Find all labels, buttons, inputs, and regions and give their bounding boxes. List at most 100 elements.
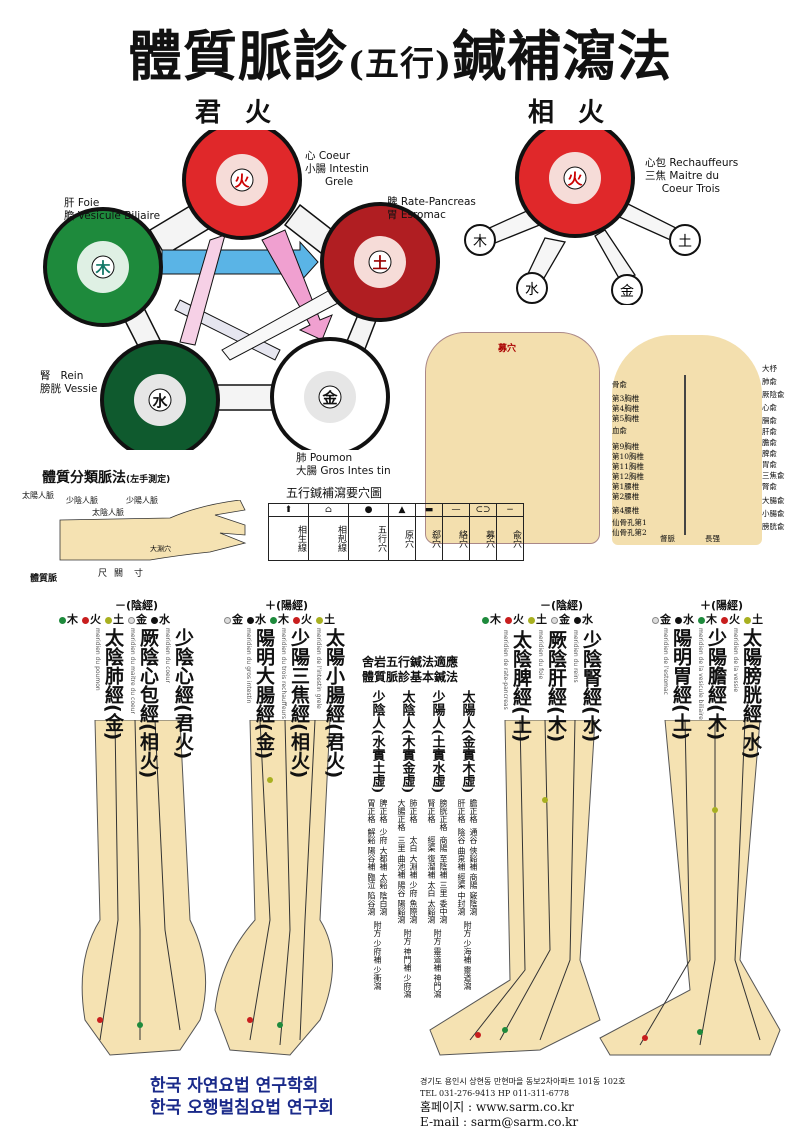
back-label: 第4腰椎 (612, 506, 640, 515)
symbol-label: 兪穴 (496, 516, 524, 561)
points: 解谿 陽谷補 臨泣 陷谷瀉 (367, 828, 376, 916)
extra-formula: 附方 少府補 少衝瀉 (373, 920, 382, 991)
points: 少府 大都補 太谿 陰白瀉 (379, 828, 388, 916)
points: 經渠 復溜補 太白 太谿瀉 (427, 836, 436, 924)
symbol-label: 相剋線 (308, 516, 349, 561)
back-label: 膀胱兪 (762, 522, 785, 531)
back-label: 膈兪 (762, 416, 777, 425)
meridian-name: 陽明大腸經(金) (253, 628, 275, 760)
pulse-label: 體質脈 (30, 574, 58, 584)
element-label-water: 水 (152, 392, 168, 410)
pulse-label: 少陰人脈 (66, 496, 98, 505)
email-link[interactable]: E-mail : sarm@sarm.co.kr (420, 1115, 579, 1129)
five-element-cycle-diagram: 火 土 木 水 金 (43, 130, 440, 450)
back-label: 第12胸椎 (612, 472, 645, 481)
symbol-label: 募穴 (469, 516, 497, 561)
back-label: 肺兪 (762, 377, 777, 386)
constitution-type: 太陽人(金實木虛) (459, 690, 475, 794)
back-label: 第11胸椎 (612, 462, 645, 471)
svg-text:水: 水 (525, 282, 539, 298)
meridian-name: 太陰肺經(金) (102, 628, 124, 741)
symbol-legend-table: ⬆ ⌂ ● ▲ ▬ — ⊂⊃ − 相生線 相剋線 五行穴 原穴 郄穴 絡穴 募穴… (268, 503, 524, 561)
symbol-label: 原穴 (388, 516, 416, 561)
back-label: 第5胸椎 (612, 414, 640, 423)
meridian-name: 太陽小腸經(君火) (323, 628, 345, 779)
sub-type: 膽正格 (469, 799, 478, 824)
yin-legend-left: 木火土金水 (55, 611, 170, 627)
meridian-name: 少陰心經(君火) (172, 628, 194, 760)
back-label: 第2腰椎 (612, 492, 640, 501)
leg-yang-meridians: 陽明胃經(土)meridien de l'estomac 少陽膽經(木)meri… (660, 628, 763, 818)
meridian-name: 厥陰肝經(木) (545, 630, 567, 743)
constitution-column-soeum: 少陰人(水實土虛) 胃正格脾正格 解谿 陽谷補 臨泣 陷谷瀉少府 大都補 太谿 … (366, 690, 388, 998)
pulse-title: 體質分類脈法(左手測定) (42, 470, 171, 486)
pulse-label: 太陰人脈 (92, 508, 124, 517)
svg-text:金: 金 (620, 284, 634, 300)
back-label: 第3胸椎 (612, 394, 640, 403)
pulse-label: 尺 (98, 569, 108, 579)
constitution-type: 少陽人(土實水虛) (429, 690, 445, 794)
meridian-name: 太陰脾經(土) (510, 630, 532, 743)
sanghwa-diagram: 火 木 水 金 土 (464, 130, 701, 305)
outer-leg-figure (599, 720, 781, 1056)
sub-type: 大腸正格 (397, 799, 406, 832)
pulse-label: 太陽人脈 (22, 491, 54, 500)
back-label: 第1腰椎 (612, 482, 640, 491)
meridian-french: meridien du reins (572, 630, 579, 683)
homepage-link[interactable]: 홈페이지 : www.sarm.co.kr (420, 1100, 574, 1114)
front-torso-title: 募穴 (498, 344, 517, 354)
constitution-column-soyang: 少陽人(土實水虛) 腎正格膀胱正格 經渠 復溜補 太白 太谿瀉商陽 至陰補 三里… (426, 690, 448, 998)
meridian-french: meridien du foie (537, 630, 544, 680)
meridian-name: 太陽膀胱經(水) (740, 628, 762, 760)
extra-formula: 附方 少海補 靈道瀉 (463, 920, 472, 991)
points: 通谷 俠谿補 商陽 竅陰瀉 (469, 828, 478, 916)
meridian-french: meridien de l'intestin grele (315, 628, 322, 709)
element-circle-wood: 木 (43, 207, 163, 327)
element-label-earth: 土 (372, 254, 387, 272)
pulse-label: 大淵穴 (150, 545, 171, 553)
element-label-metal: 金 (321, 389, 338, 407)
sub-type: 肺正格 (409, 799, 418, 824)
back-label: 厥陰兪 (762, 390, 785, 399)
leg-yin-meridians: 太陰脾經(土)meridien de rate-pancreas 厥陰肝經(木)… (500, 630, 603, 820)
section-sanghwa: 相火 (528, 98, 629, 128)
back-label: 三焦兪 (762, 471, 785, 480)
points: 商陽 至陰補 三里 委中瀉 (439, 836, 448, 924)
pulse-label: 少陽人脈 (126, 496, 158, 505)
meridian-name: 少陰腎經(水) (580, 630, 602, 743)
back-label: 胃兪 (762, 460, 777, 469)
organ-label-sanghwa: 心包 Rechauffeurs 三焦 Maitre du Coeur Trois (645, 157, 739, 195)
symbol-label: 五行穴 (348, 516, 389, 561)
back-label: 大腸兪 (762, 496, 785, 505)
back-label: 血兪 (612, 426, 627, 435)
satellite-wood: 木 (464, 224, 496, 256)
yin-legend-right: 木火土金水 (478, 611, 593, 627)
triangle-icon: ▲ (388, 503, 416, 517)
meridian-name: 厥陰心包經(相火) (137, 628, 159, 779)
back-label: 心兪 (762, 403, 777, 412)
yang-sign-right: ＋(陽經) (700, 599, 744, 612)
yin-sign-left: －(陰經) (115, 599, 159, 612)
center-title-1: 舍岩五行鍼法適應 (362, 655, 459, 669)
satellite-water: 水 (516, 272, 548, 304)
symbol-label: 絡穴 (442, 516, 470, 561)
oval-icon: ⊂⊃ (469, 503, 497, 517)
back-label: 第9胸椎 (612, 442, 640, 451)
back-label: 肝兪 (762, 427, 777, 436)
section-junhwa: 君火 (195, 98, 296, 128)
constitution-column-taeyang: 太陽人(金實木虛) 肝正格膽正格 陰谷 曲泉補 經渠 中封瀉通谷 俠谿補 商陽 … (456, 690, 478, 998)
meridian-french: meridien de la vessie (732, 628, 739, 693)
symbol-label: 相生線 (268, 516, 309, 561)
title-part-1: 體質脈診 (127, 24, 348, 88)
back-label: 脾兪 (762, 449, 777, 458)
sanghwa-element-label: 火 (567, 170, 583, 188)
extra-formula: 附方 靈道補 神門瀉 (433, 928, 442, 999)
org-name-2: 한국 오행벌침요법 연구회 (150, 1098, 334, 1118)
element-label-wood: 木 (94, 259, 111, 277)
element-circle-earth: 土 (320, 202, 440, 322)
meridian-french: meridien du poumon (94, 628, 101, 691)
organ-label-water: 腎 Rein 膀胱 Vessie (40, 370, 98, 395)
pulse-label: 寸 (134, 569, 144, 579)
limb-figures (81, 720, 781, 1056)
element-circle-fire: 火 (182, 130, 302, 240)
